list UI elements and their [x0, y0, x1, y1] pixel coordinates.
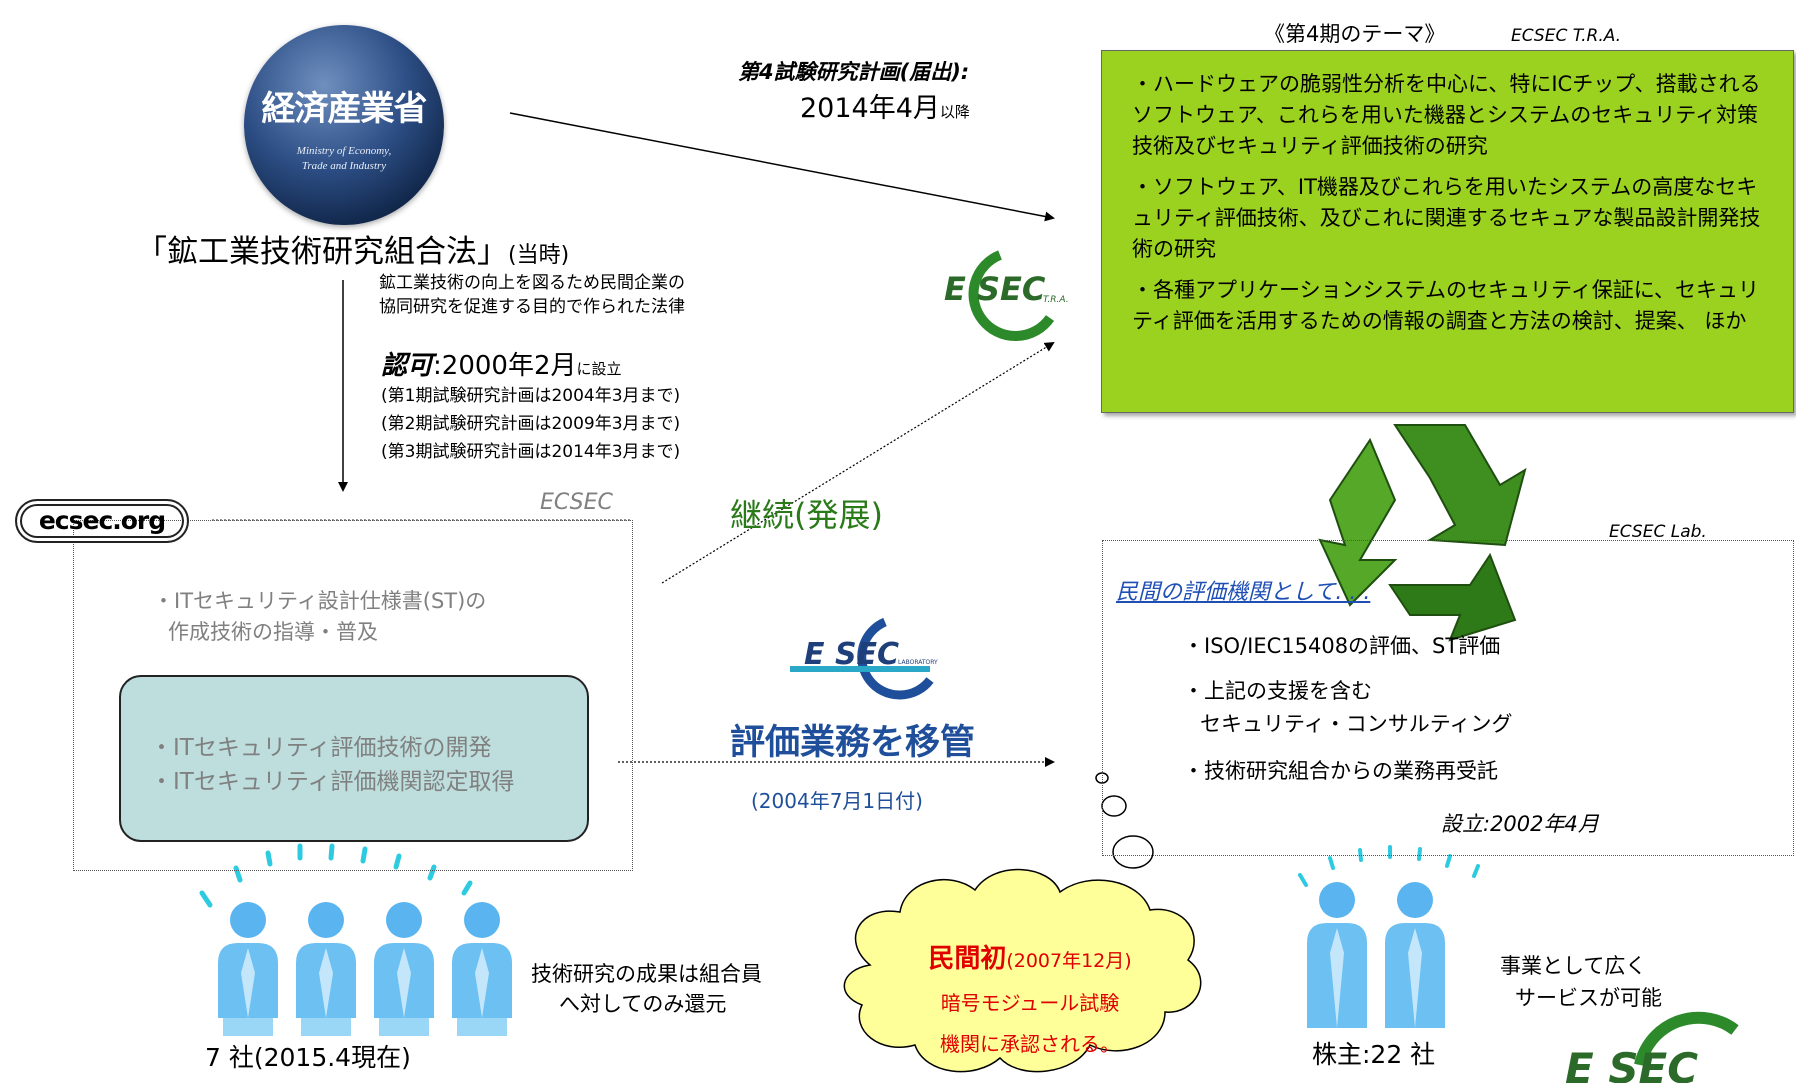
lab-box — [1102, 540, 1794, 856]
ecsec-st-guidance-line1: ・ITセキュリティ設計仕様書(ST)の — [153, 589, 487, 613]
plan4-date: 2014年4月以降 — [800, 86, 970, 125]
lab-item-recontract: ・技術研究組合からの業務再受託 — [1183, 759, 1498, 783]
ecsec-org-box — [73, 520, 633, 871]
shine-marks-right — [1298, 845, 1480, 887]
shine-marks-left — [199, 843, 473, 908]
approval-suffix: に設立 — [576, 360, 622, 378]
plan-period-2: (第2期試験研究計画は2009年3月まで) — [381, 414, 681, 434]
plan-period-1: (第1期試験研究計画は2004年3月まで) — [381, 386, 681, 406]
cloud-shape — [843, 868, 1202, 1073]
ecsec-tra-logo: E SEC T.R.A. — [944, 250, 1069, 341]
arrow-meti-to-tra — [509, 112, 1055, 222]
law-title-main: 「鉱工業技術研究組合法」 — [136, 234, 508, 270]
theme-heading: 《第4期のテーマ》 — [1264, 22, 1446, 46]
business-line2: サービスが可能 — [1515, 986, 1662, 1010]
plan4-date-suffix: 以降 — [939, 103, 970, 121]
approval-line: 認可:2000年2月に設立 — [381, 345, 622, 382]
law-title-suffix: (当時) — [508, 243, 570, 268]
ecsec-lab-logo-text: E SEC — [804, 637, 899, 672]
lab-item-evaluation: ・ISO/IEC15408の評価、ST評価 — [1183, 634, 1501, 658]
meti-logo-en-line1: Ministry of Economy, — [296, 145, 392, 157]
ecsec-org-logo: ecsec.org — [15, 499, 189, 543]
eval-tech-line2: ・ITセキュリティ評価機関認定取得 — [150, 769, 515, 795]
members-note-line2: へ対してのみ還元 — [559, 992, 727, 1016]
continuation-label: 継続(発展) — [730, 496, 883, 534]
ecsec-st-guidance-line2: 作成技術の指導・普及 — [168, 620, 378, 644]
approval-date: 2000年2月 — [441, 351, 577, 381]
business-line1: 事業として広く — [1500, 954, 1647, 978]
approval-label: 認可 — [381, 351, 434, 381]
law-description-line2: 協同研究を促進する目的で作られた法律 — [379, 297, 685, 317]
cloud-first: 民間初 — [928, 944, 1007, 974]
lab-heading: 民間の評価機関として. . . — [1116, 580, 1371, 605]
cloud-text: 民間初(2007年12月) 暗号モジュール試験 機関に承認される。 — [875, 938, 1185, 1057]
ecsec-box-label: ECSEC — [540, 490, 613, 515]
meti-logo-en-line2: Trade and Industry — [301, 160, 387, 172]
cloud-line3: 機関に承認される。 — [940, 1032, 1120, 1056]
ecsec-lab-label: ECSEC Lab. — [1609, 522, 1707, 542]
theme-box: ・ハードウェアの脆弱性分析を中心に、特にICチップ、搭載されるソフトウェア、これ… — [1101, 50, 1794, 413]
shareholders-count: 株主:22 社 — [1312, 1040, 1436, 1069]
transfer-label: 評価業務を移管 — [730, 723, 976, 763]
law-title: 「鉱工業技術研究組合法」(当時) — [136, 226, 569, 271]
ecsec-lab-logo-sub: LABORATORY — [898, 659, 938, 666]
theme-item-3: ・各種アプリケーションシステムのセキュリティ保証に、セキュリティ評価を活用するた… — [1132, 278, 1760, 333]
members-count: 7 社(2015.4現在) — [205, 1043, 411, 1072]
shareholders-people-icon — [1307, 882, 1445, 1028]
ecsec-tra-label: ECSEC T.R.A. — [1511, 26, 1622, 46]
theme-item-1: ・ハードウェアの脆弱性分析を中心に、特にICチップ、搭載されるソフトウェア、これ… — [1132, 72, 1761, 158]
eval-tech-box — [119, 675, 589, 842]
meti-logo-jp: 経済産業省 — [261, 89, 428, 129]
recycle-icon — [1318, 424, 1527, 642]
eval-tech-line1: ・ITセキュリティ評価技術の開発 — [150, 735, 492, 761]
transfer-date: (2004年7月1日付) — [751, 789, 923, 813]
plan4-label: 第4試験研究計画(届出): — [738, 60, 970, 84]
ecsec-lab-logo: E SEC LABORATORY — [790, 617, 938, 700]
lab-item-support: ・上記の支援を含む — [1183, 679, 1372, 703]
law-description-line1: 鉱工業技術の向上を図るため民間企業の — [379, 273, 685, 293]
arrow-continuation — [661, 341, 1055, 584]
approval-colon: : — [433, 351, 442, 381]
cloud-date: (2007年12月) — [1006, 950, 1132, 972]
meti-logo: 経済産業省 Ministry of Economy, Trade and Ind… — [244, 25, 444, 225]
cloud-first-line: 民間初(2007年12月) — [875, 938, 1185, 975]
members-people-icon — [218, 902, 512, 1036]
cloud-line2: 暗号モジュール試験 — [940, 991, 1120, 1015]
ecsec-corner-logo: E SEC — [1565, 1011, 1739, 1083]
ecsec-tra-logo-sub: T.R.A. — [1043, 295, 1069, 305]
lab-item-consulting: セキュリティ・コンサルティング — [1200, 712, 1513, 736]
members-note-line1: 技術研究の成果は組合員 — [531, 962, 762, 986]
theme-item-2: ・ソフトウェア、IT機器及びこれらを用いたシステムの高度なセキュリティ評価技術、… — [1132, 175, 1761, 261]
plan-period-3: (第3期試験研究計画は2014年3月まで) — [381, 442, 681, 462]
lab-established: 設立:2002年4月 — [1441, 812, 1599, 836]
ecsec-tra-logo-text: E SEC — [944, 270, 1046, 308]
thought-bubble-large — [1112, 835, 1154, 869]
plan4-date-main: 2014年4月 — [800, 93, 940, 124]
ecsec-corner-logo-text: E SEC — [1565, 1044, 1698, 1083]
